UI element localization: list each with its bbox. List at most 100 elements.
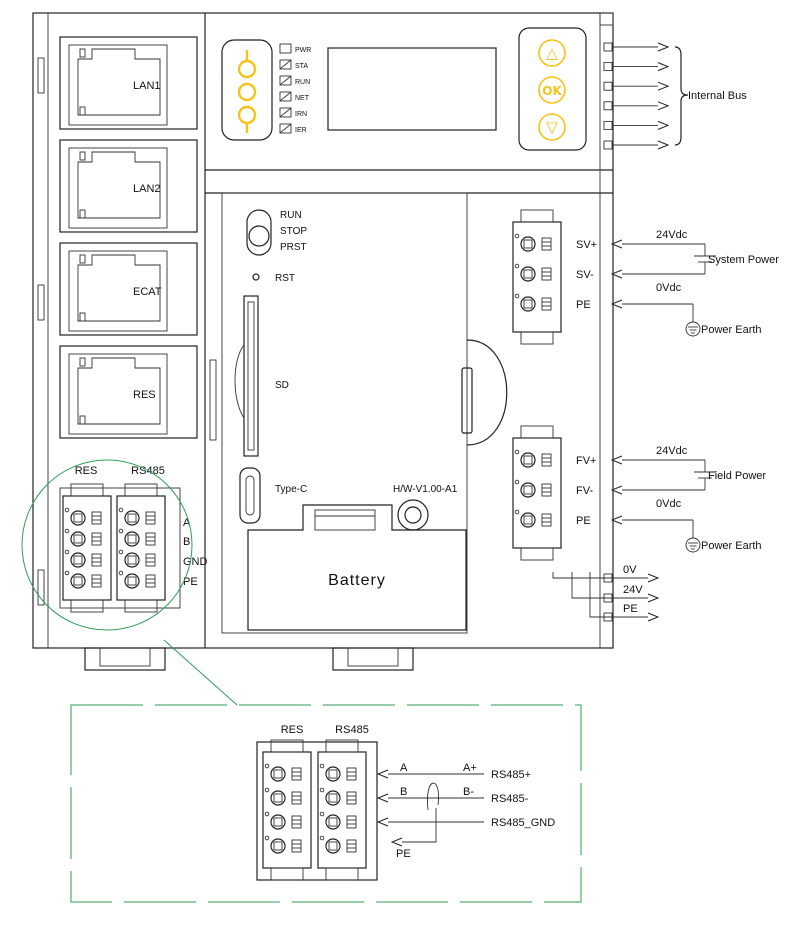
zoom-pin-a: A: [400, 762, 408, 774]
voltage-high-label: 24Vdc: [656, 229, 688, 241]
led-label: STA: [295, 63, 308, 70]
lan-port-ecat[interactable]: ECAT: [59, 242, 198, 336]
screw-icon: [397, 499, 429, 531]
bus-pin: [603, 120, 613, 130]
field-out-pin: [603, 612, 613, 622]
bus-pin: [603, 81, 613, 91]
typec-label: Type-C: [275, 484, 307, 495]
led-pwr: PWR: [279, 43, 311, 54]
middle-compartment: RUN STOP PRST RST SD Type-C H/W-V1.00-A1…: [221, 192, 508, 634]
rs485-pin-gnd: GND: [183, 556, 208, 568]
zoom-res-terminal: [262, 739, 312, 881]
pin-label-pe: PE: [576, 515, 591, 527]
rs485-header-res: RES: [75, 465, 98, 477]
switch-label-stop: STOP: [280, 226, 307, 237]
lan-port-label: ECAT: [133, 286, 162, 298]
led-ier: IER: [279, 123, 307, 134]
rst-label: RST: [275, 273, 295, 284]
res-terminal[interactable]: [62, 483, 112, 613]
shield-loop-icon: [426, 782, 440, 811]
led-label: NET: [295, 95, 310, 102]
status-leds: PWR STA RUN NET IRN IER: [279, 43, 311, 134]
zoom-box: [70, 704, 582, 903]
pin-label-fvminus: FV-: [576, 485, 593, 497]
lan-port-res[interactable]: RES: [59, 345, 198, 439]
down-triangle-icon: ▽: [546, 118, 558, 136]
sd-label: SD: [275, 380, 289, 391]
typec-port[interactable]: [239, 467, 261, 524]
sd-slot[interactable]: [243, 295, 259, 457]
lan-port-lan2[interactable]: LAN2: [59, 139, 198, 233]
power-label: Field Power: [708, 470, 766, 482]
logo-plate: [221, 39, 273, 141]
field-out-line: [589, 572, 658, 617]
led-run: RUN: [279, 75, 310, 86]
led-label: PWR: [295, 47, 311, 54]
mode-switch[interactable]: [246, 209, 272, 256]
field-out-line: [552, 572, 658, 578]
lan-port-label: RES: [133, 389, 156, 401]
hw-version: H/W-V1.00-A1: [393, 484, 458, 495]
zoom-header-res: RES: [281, 724, 304, 736]
internal-bus-label: Internal Bus: [688, 90, 747, 102]
zoom-rs485-terminal: [317, 739, 367, 881]
power-terminal[interactable]: [512, 425, 562, 561]
lan-port-label: LAN2: [133, 183, 161, 195]
keypad-keys: △ OK ▽: [538, 39, 566, 141]
earth-icon: [685, 321, 701, 337]
led-label: IRN: [295, 111, 307, 118]
battery-cover[interactable]: [247, 504, 467, 631]
pin-label-fvplus: FV+: [576, 455, 596, 467]
controller-housing: [32, 12, 614, 671]
pin-label-pe: PE: [576, 299, 591, 311]
zoom-pin-bminus: B-: [463, 786, 474, 798]
led-label: IER: [295, 127, 307, 134]
mode-switch-knob: [248, 225, 270, 247]
voltage-high-label: 24Vdc: [656, 445, 688, 457]
bus-pin: [603, 42, 613, 52]
lan-port-label: LAN1: [133, 80, 161, 92]
voltage-low-label: 0Vdc: [656, 498, 682, 510]
battery-label: Battery: [328, 572, 386, 589]
pin-label-svminus: SV-: [576, 269, 594, 281]
zoom-signal-rs485plus: RS485+: [491, 769, 531, 781]
key-ok[interactable]: OK: [538, 76, 566, 104]
power-label: System Power: [708, 254, 779, 266]
zoom-circle: [21, 459, 193, 631]
zoom-pe-wire: [392, 808, 437, 842]
up-triangle-icon: △: [546, 44, 558, 62]
earth-icon: [685, 537, 701, 553]
lcd-display: [327, 47, 497, 131]
lan-port-lan1[interactable]: LAN1: [59, 36, 198, 130]
voltage-low-label: 0Vdc: [656, 282, 682, 294]
power-earth-label: Power Earth: [701, 324, 762, 336]
power-earth-label: Power Earth: [701, 540, 762, 552]
top-panel: PWR STA RUN NET IRN IER △ OK ▽: [221, 27, 587, 151]
zoom-signal-rs485minus: RS485-: [491, 793, 529, 805]
pin-label-svplus: SV+: [576, 239, 597, 251]
led-label: RUN: [295, 79, 310, 86]
rs485-pin-pe: PE: [183, 576, 198, 588]
led-sta: STA: [279, 59, 308, 70]
power-terminal[interactable]: [512, 209, 562, 345]
rs485-pin-a: A: [183, 517, 191, 529]
brand-logo-icon: [237, 50, 257, 133]
rs485-pin-b: B: [183, 536, 190, 548]
internal-bus: Internal Bus: [603, 42, 747, 149]
side-latch: [466, 339, 508, 446]
key-up[interactable]: △: [538, 39, 566, 67]
zoom-pe-label: PE: [396, 848, 411, 860]
switch-label-prst: PRST: [280, 242, 307, 253]
key-down[interactable]: ▽: [538, 113, 566, 141]
rs485-terminal[interactable]: [116, 483, 166, 613]
led-irn: IRN: [279, 107, 307, 118]
zoom-signal-rs485_gnd: RS485_GND: [491, 817, 555, 829]
rst-button[interactable]: [252, 273, 260, 281]
